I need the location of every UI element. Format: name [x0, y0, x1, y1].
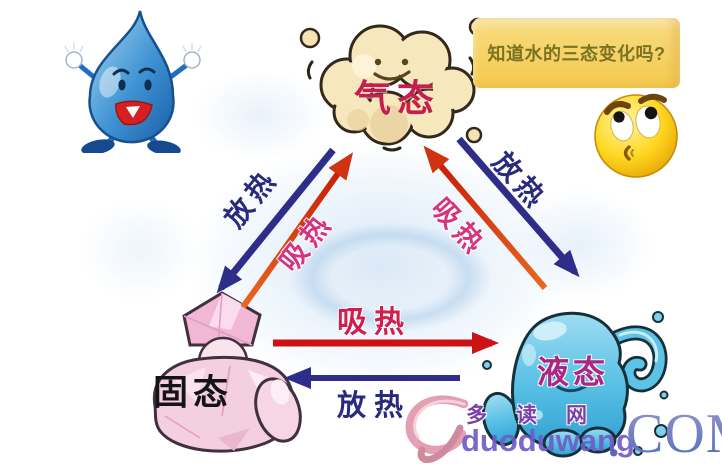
arrow-liquid-to-gas-absorb — [423, 145, 548, 290]
watermark-tld: COM — [626, 402, 722, 465]
question-text: 知道水的三态变化吗? — [487, 44, 666, 64]
watermark-dot: . — [608, 415, 620, 465]
blue-water-blob-character-icon — [481, 311, 669, 458]
state-label-liquid: 液态 — [536, 354, 610, 390]
pink-crystal-character-icon — [152, 291, 302, 453]
watermark-site-name-latin: duoduwang — [461, 423, 635, 458]
water-droplet-mascot-icon — [64, 10, 202, 153]
state-label-gas: 气态 — [354, 78, 440, 119]
label-liquid-to-solid-release: 放热 — [336, 390, 412, 422]
state-label-solid: 固态 — [152, 373, 234, 413]
label-solid-to-liquid-absorb: 吸热 — [337, 306, 411, 339]
cloud-character-icon — [299, 17, 487, 152]
watermark-ribbon-logo-icon — [405, 395, 469, 464]
arrow-gas-to-solid-release — [216, 147, 336, 294]
arrow-solid-to-gas-absorb — [240, 152, 354, 309]
thinking-emoji-icon — [594, 93, 678, 178]
arrow-gas-to-liquid-release — [456, 136, 580, 278]
watermark-site-name-cn: 多读网 — [466, 404, 616, 427]
question-box: 知道水的三态变化吗? — [473, 18, 680, 88]
